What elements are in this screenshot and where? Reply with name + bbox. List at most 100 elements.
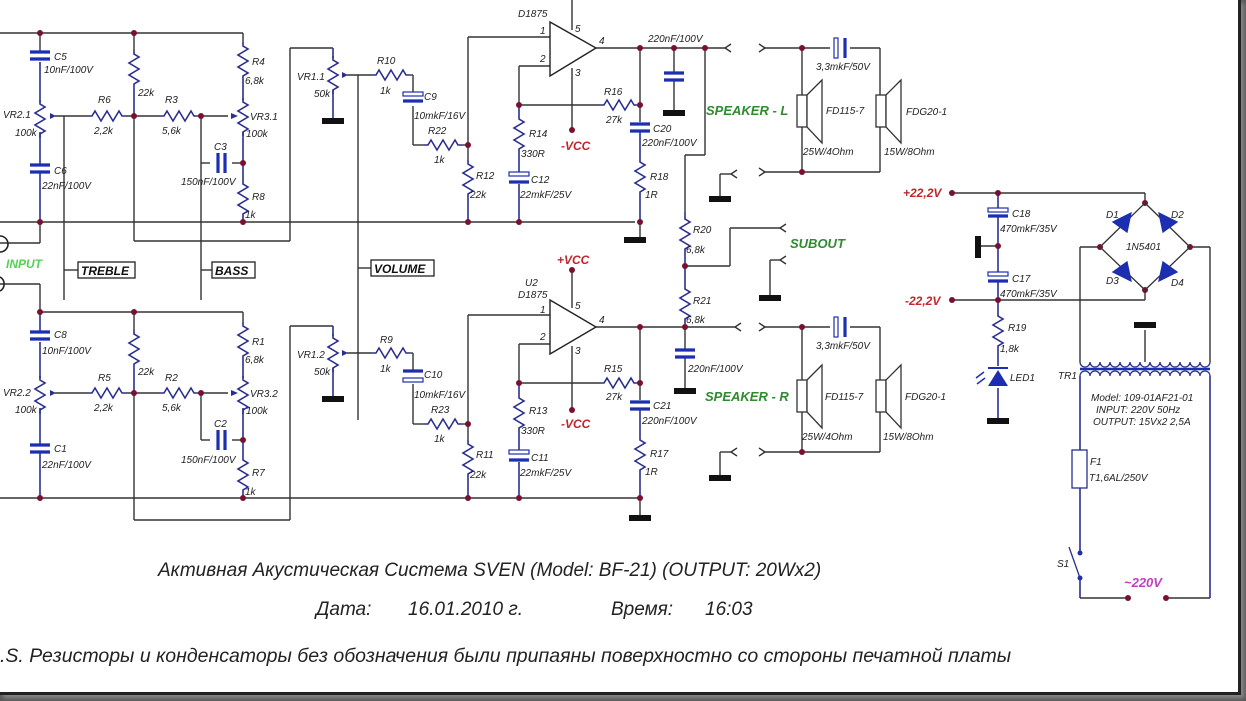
pin-2-U1: 2	[539, 54, 546, 65]
value-C21: 220nF/100V	[641, 416, 698, 427]
pos-rail-label: +22,2V	[903, 186, 942, 200]
junction-dot	[671, 45, 677, 51]
transformer-TR1-icon	[1079, 361, 1211, 377]
label-VR3-2: VR3.2	[250, 389, 278, 400]
label-VR2-2: VR2.2	[3, 388, 31, 399]
transformer-coil	[1079, 370, 1211, 377]
date-label: Дата:	[316, 599, 372, 620]
capacitor-C9	[402, 91, 424, 103]
value-R20: 6,8k	[686, 245, 706, 256]
label-boxes	[77, 259, 435, 279]
label-C5: C5	[54, 52, 67, 63]
pin-5-U2: 5	[575, 301, 581, 312]
subout-label: SUBOUT	[790, 236, 846, 251]
neg-vcc-label-bottom: -VCC	[561, 417, 591, 431]
label-TR1: TR1	[1058, 371, 1077, 382]
junction-dot	[1163, 595, 1169, 601]
value-VR1-1: 50k	[314, 89, 331, 100]
mains-label: ~220V	[1124, 575, 1163, 590]
opamp-U2	[549, 298, 598, 356]
pos-vcc-label: +VCC	[557, 253, 590, 267]
junction-dot	[682, 263, 688, 269]
rating-woofer-L: 25W/4Ohm	[802, 147, 854, 158]
speaker-tweeter-L-icon	[875, 78, 902, 145]
label-C11: C11	[531, 453, 549, 464]
value-C5: 10nF/100V	[44, 65, 94, 76]
value-C1: 22nF/100V	[41, 460, 92, 471]
label-LED1: LED1	[1010, 373, 1035, 384]
label-R14: R14	[529, 129, 548, 140]
tr1-model: Model: 109-01AF21-01	[1091, 393, 1193, 404]
pot-VR3-1	[231, 97, 249, 137]
resistor-R10	[371, 69, 411, 81]
part-U2: D1875	[518, 290, 548, 301]
value-R6: 2,2k	[93, 126, 114, 137]
junction-dot	[131, 390, 137, 396]
label-R21: R21	[693, 296, 711, 307]
junction-dot	[569, 267, 575, 273]
model-woofer-R: FD115-7	[825, 392, 864, 403]
junction-dot	[637, 45, 643, 51]
value-R14: 330R	[521, 149, 545, 160]
value-C2: 150nF/100V	[181, 455, 237, 466]
label-C6: C6	[54, 166, 67, 177]
value-R2: 5,6k	[162, 403, 182, 414]
pin-3-U1: 3	[575, 68, 581, 79]
signal-labels: INPUT TREBLE BASS VOLUME SPEAKER - L SPE…	[6, 103, 1163, 590]
label-R5: R5	[98, 373, 111, 384]
label-C18: C18	[1012, 209, 1031, 220]
resistor-R2	[159, 387, 199, 399]
value-C6: 22nF/100V	[41, 181, 92, 192]
pin-1-U2: 1	[540, 305, 546, 316]
label-VR1-1: VR1.1	[297, 72, 325, 83]
label-R4: R4	[252, 57, 265, 68]
rating-tweeter-L: 15W/8Ohm	[884, 147, 935, 158]
junction-dot	[995, 243, 1001, 249]
label-bridge-part: 1N5401	[1126, 242, 1161, 253]
junction-dot	[131, 309, 137, 315]
junction-dots	[37, 30, 1193, 601]
time-value: 16:03	[705, 599, 753, 620]
label-R19: R19	[1008, 323, 1027, 334]
model-tweeter-L: FDG20-1	[906, 107, 947, 118]
junction-dot	[702, 45, 708, 51]
value-VR2-1: 100k	[15, 128, 38, 139]
label-R12: R12	[476, 171, 495, 182]
junction-dot	[465, 142, 471, 148]
label-R2: R2	[165, 373, 178, 384]
junction-dot	[465, 421, 471, 427]
capacitor-C10	[402, 369, 424, 383]
rating-tweeter-R: 15W/8Ohm	[883, 432, 934, 443]
junction-dot	[240, 160, 246, 166]
capacitor-C2	[216, 430, 227, 450]
switch-S1-icon	[1068, 546, 1083, 581]
label-D4: D4	[1171, 278, 1184, 289]
junction-dot	[516, 219, 522, 225]
time-label: Время:	[611, 599, 674, 620]
volume-label: VOLUME	[374, 262, 426, 276]
label-U1: D1875	[518, 9, 548, 20]
junction-dot	[799, 324, 805, 330]
resistor-R9	[371, 347, 411, 359]
bridge-rectifier-icon	[1099, 202, 1191, 291]
value-R8: 1k	[245, 210, 257, 221]
label-C3: C3	[214, 142, 227, 153]
crossover-cap-L	[833, 37, 847, 59]
resistor-R15	[599, 377, 639, 389]
resistor-R4	[237, 41, 249, 81]
model-tweeter-R: FDG20-1	[905, 392, 946, 403]
label-C12: C12	[531, 175, 550, 186]
label-D2: D2	[1171, 210, 1184, 221]
junction-dot	[569, 127, 575, 133]
junction-dot	[131, 113, 137, 119]
junction-dot	[569, 407, 575, 413]
junction-dot	[799, 449, 805, 455]
value-cap-out-R: 220nF/100V	[687, 364, 744, 375]
capacitor-C1	[28, 443, 52, 454]
label-VR2-1: VR2.1	[3, 110, 31, 121]
junction-dot	[240, 219, 246, 225]
pot-VR3-2	[231, 375, 249, 415]
date-value: 16.01.2010 г.	[408, 599, 524, 620]
label-R9: R9	[380, 335, 393, 346]
